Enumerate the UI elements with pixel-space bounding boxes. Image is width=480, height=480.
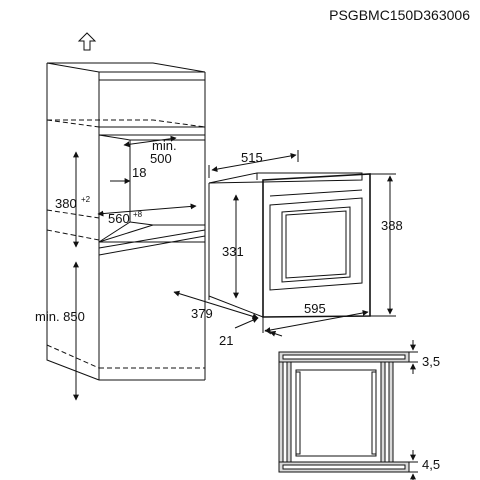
frame-value: 21 xyxy=(219,333,233,348)
top-gap-value: 3,5 xyxy=(422,354,440,369)
cabinet-drawing xyxy=(46,62,206,381)
width-value: 595 xyxy=(304,301,326,316)
projection-value: 379 xyxy=(191,306,213,321)
bottom-gap-value: 4,5 xyxy=(422,457,440,472)
gap-value: 18 xyxy=(132,165,146,180)
appliance-dimensions: 515 388 331 379 595 21 xyxy=(173,150,403,348)
niche-height-value: 380 xyxy=(55,196,77,211)
min-depth-label: min. xyxy=(152,138,177,153)
height-value: 388 xyxy=(381,218,403,233)
inner-height-value: 331 xyxy=(222,244,244,259)
model-code: PSGBMC150D363006 xyxy=(329,7,470,23)
cabinet-dimensions: min. 500 18 380 +2 560 +8 min. 850 xyxy=(35,135,197,401)
section-detail: 3,5 4,5 xyxy=(278,340,440,480)
niche-height-tol: +2 xyxy=(81,195,91,204)
niche-width-value: 560 xyxy=(108,211,130,226)
min-depth-value: 500 xyxy=(150,151,172,166)
niche-width-tol: +8 xyxy=(133,210,143,219)
depth-value: 515 xyxy=(241,150,263,165)
min-height-value: min. 850 xyxy=(35,309,85,324)
arrow-up-icon xyxy=(77,32,97,51)
